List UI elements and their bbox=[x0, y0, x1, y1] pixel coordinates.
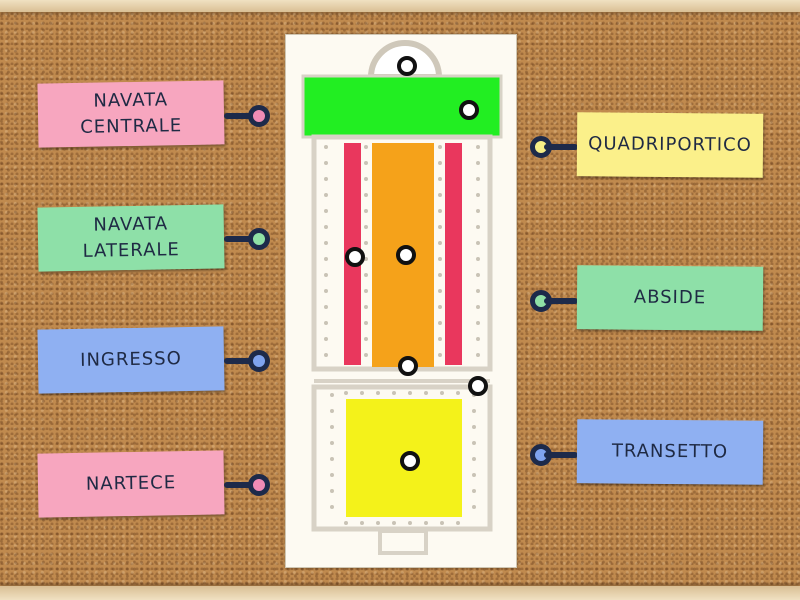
connector-ingresso bbox=[224, 358, 254, 364]
drop-target-narthex[interactable] bbox=[398, 356, 418, 376]
pin-ingresso[interactable] bbox=[248, 350, 270, 372]
board-frame-bottom bbox=[0, 586, 800, 600]
label-card-abside[interactable]: ABSIDE bbox=[576, 265, 764, 331]
connector-navata-laterale bbox=[224, 236, 254, 242]
drop-target-quadriportico[interactable] bbox=[400, 451, 420, 471]
pin-navata-laterale[interactable] bbox=[248, 228, 270, 250]
connector-abside bbox=[544, 298, 578, 304]
drop-target-side-aisle[interactable] bbox=[345, 247, 365, 267]
pin-navata-centrale[interactable] bbox=[248, 105, 270, 127]
label-card-quadriportico[interactable]: QUADRIPORTICO bbox=[576, 112, 764, 178]
drop-target-apse[interactable] bbox=[397, 56, 417, 76]
connector-quadriportico bbox=[544, 144, 578, 150]
side-aisle-right bbox=[445, 143, 462, 365]
drop-target-central-nave[interactable] bbox=[396, 245, 416, 265]
drop-target-entrance[interactable] bbox=[468, 376, 488, 396]
drop-target-transept[interactable] bbox=[459, 100, 479, 120]
basilica-floor-plan bbox=[285, 34, 517, 568]
board-frame-top bbox=[0, 0, 800, 12]
connector-transetto bbox=[544, 452, 578, 458]
label-card-transetto[interactable]: TRANSETTO bbox=[576, 419, 764, 485]
basilica-plan-drawing bbox=[301, 40, 503, 555]
connector-nartece bbox=[224, 482, 254, 488]
entrance-gate bbox=[378, 529, 428, 555]
colonnade-dots bbox=[324, 145, 480, 357]
label-card-navata-laterale[interactable]: NAVATA LATERALE bbox=[37, 204, 225, 272]
label-card-ingresso[interactable]: INGRESSO bbox=[37, 326, 225, 394]
pin-nartece[interactable] bbox=[248, 474, 270, 496]
label-card-navata-centrale[interactable]: NAVATA CENTRALE bbox=[37, 80, 225, 148]
label-card-nartece[interactable]: NARTECE bbox=[37, 450, 225, 518]
connector-navata-centrale bbox=[224, 113, 254, 119]
